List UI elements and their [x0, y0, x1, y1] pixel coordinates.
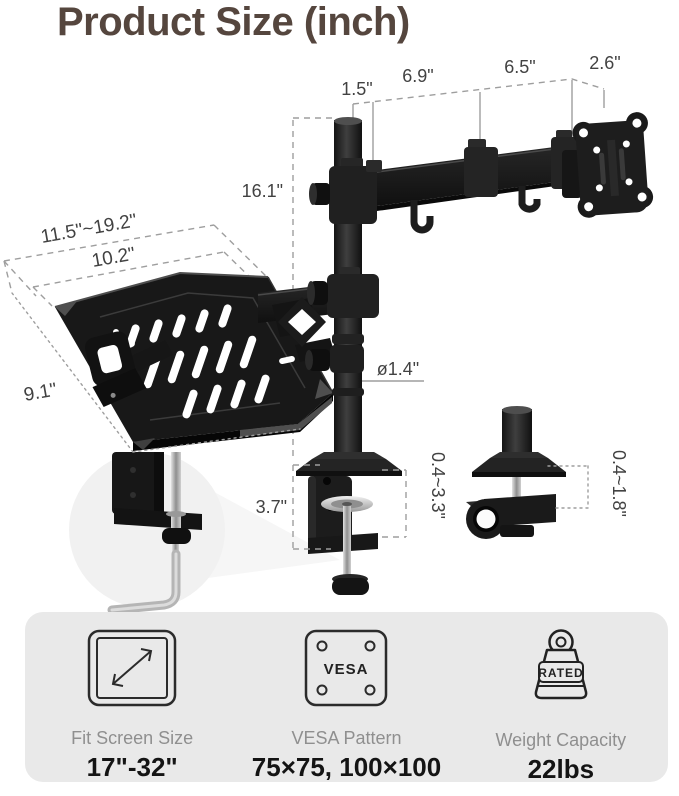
weight-capacity-icon: RATED	[517, 628, 605, 710]
rated-icon-text: RATED	[538, 666, 583, 680]
page-title: Product Size (inch)	[57, 0, 410, 44]
feature-label: Fit Screen Size	[71, 728, 194, 748]
monitor-arm	[366, 130, 581, 234]
dim-arm-seg1-label: 1.5"	[341, 79, 372, 99]
dim-tray-inner-width-label: 10.2"	[90, 244, 137, 272]
dim-pole-height-label: 16.1"	[242, 181, 283, 201]
dim-tray-depth-label: 9.1"	[22, 379, 58, 405]
screen-size-icon	[86, 628, 178, 708]
cable-hook	[518, 186, 541, 213]
clamp-detail-callout	[69, 452, 340, 615]
feature-vesa-pattern: VESA VESA Pattern 75×75, 100×100	[239, 612, 453, 782]
tray-left-clip	[84, 331, 174, 407]
desk-clamp	[296, 452, 402, 595]
dim-clamp-open-range-label: 0.4~3.3"	[428, 452, 448, 519]
dim-clamp-height-label: 3.7"	[256, 497, 287, 517]
clamp-knob	[332, 578, 369, 595]
dim-arm-seg3-label: 6.5"	[504, 57, 535, 77]
feature-label: VESA Pattern	[291, 728, 402, 748]
tray-vent-slots	[113, 304, 295, 419]
vesa-icon-text: VESA	[324, 661, 369, 678]
feature-label: Weight Capacity	[495, 730, 627, 750]
feature-value: 75×75, 100×100	[251, 752, 442, 782]
cable-hook	[410, 200, 434, 234]
dimension-guides-front	[11, 292, 589, 550]
feature-screen-size: Fit Screen Size 17"-32"	[25, 612, 239, 782]
pole	[305, 117, 379, 462]
dim-arm-seg4-label: 2.6"	[589, 53, 620, 73]
feature-panel: Fit Screen Size 17"-32" VESA VESA Patter…	[25, 612, 668, 784]
clamp-closeup	[107, 452, 202, 615]
grommet-mount	[466, 406, 566, 539]
feature-value: 17"-32"	[86, 752, 178, 782]
product-size-diagram: 1.5" 6.9" 6.5" 2.6" 16.1" 11.5"~19.2" 10…	[3, 53, 654, 615]
dim-tray-width-range-label: 11.5"~19.2"	[39, 210, 138, 248]
vesa-plate	[562, 112, 654, 218]
dim-arm-seg2-label: 6.9"	[402, 66, 433, 86]
feature-value: 22lbs	[527, 754, 595, 784]
dim-grommet-open-range-label: 0.4~1.8"	[609, 450, 629, 517]
feature-weight-capacity: RATED Weight Capacity 22lbs	[454, 612, 668, 784]
dim-pole-diameter-label: ø1.4"	[377, 359, 419, 379]
vesa-pattern-icon: VESA	[302, 628, 390, 708]
